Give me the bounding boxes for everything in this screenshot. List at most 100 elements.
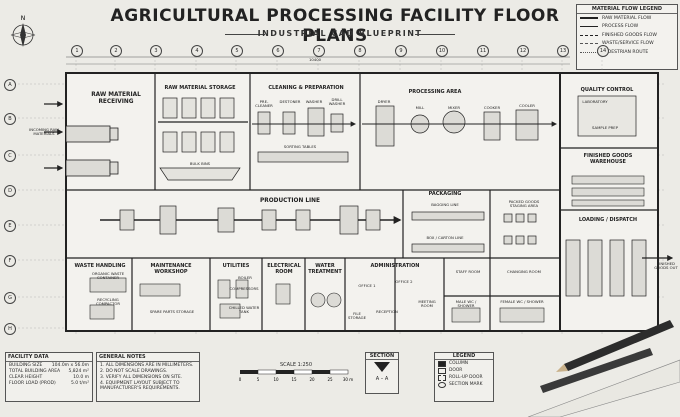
page-title: AGRICULTURAL PROCESSING FACILITY FLOOR P…	[110, 6, 560, 46]
label-drill-washer: DRILL WASHER	[328, 97, 346, 107]
label-organic-waste: ORGANIC WASTE CONTAINER	[91, 271, 125, 281]
grid-col-11: 11	[477, 45, 489, 57]
grid-col-7: 7	[313, 45, 325, 57]
label-destoner: DESTONER	[279, 99, 301, 104]
label-mixer: MIXER	[447, 105, 461, 110]
section-arrow-icon	[374, 362, 390, 372]
scale-tick: 30 m	[343, 377, 353, 382]
legend-row-waste: WASTE/SERVICE FLOW	[577, 40, 677, 49]
subtitle-rule-left	[225, 34, 265, 35]
legend-row-pedestrian: PEDESTRIAN ROUTE	[577, 48, 677, 57]
grid-row-f: F	[4, 255, 16, 267]
scale-tick: 10	[273, 377, 279, 382]
label-packaging: PACKAGING	[428, 191, 462, 197]
label-sample-prep: SAMPLE PREP	[592, 125, 618, 130]
label-staff-room: STAFF ROOM	[455, 269, 481, 274]
north-arrow: N	[8, 14, 38, 54]
grid-col-1: 1	[71, 45, 83, 57]
legend-heading: MATERIAL FLOW LEGEND	[577, 5, 677, 14]
label-raw-receiving: RAW MATERIAL RECEIVING	[91, 92, 141, 105]
label-packed-goods: PACKED GOODS STAGING AREA	[508, 199, 540, 209]
door-icon	[438, 367, 446, 374]
section-heading: SECTION	[366, 353, 398, 360]
label-maintenance: MAINTENANCE WORKSHOP	[150, 263, 192, 275]
label-finished-goods: FINISHED GOODS WAREHOUSE	[583, 153, 633, 165]
label-utilities: UTILITIES	[222, 263, 250, 269]
label-office-2: OFFICE 2	[395, 279, 413, 284]
grid-row-h: H	[4, 323, 16, 335]
section-label: A – A	[375, 376, 389, 382]
legend2-row-door: DOOR	[435, 367, 493, 374]
grid-col-8: 8	[354, 45, 366, 57]
grid-row-d: D	[4, 185, 16, 197]
label-raw-storage: RAW MATERIAL STORAGE	[164, 85, 236, 91]
label-boiler: BOILER	[238, 275, 252, 280]
grid-row-a: A	[4, 79, 16, 91]
roll-up-door-icon	[438, 374, 446, 381]
label-male-wc: MALE WC / SHOWER	[455, 299, 477, 309]
label-cleaning: CLEANING & PREPARATION	[268, 85, 344, 91]
section-mark-icon	[438, 381, 446, 388]
section-mark-panel: SECTION A – A	[365, 352, 399, 394]
pen-icon	[540, 348, 653, 393]
grid-col-6: 6	[272, 45, 284, 57]
compass-icon: N	[10, 15, 36, 47]
label-meeting-room: MEETING ROOM	[418, 299, 436, 309]
grid-col-14: 14	[597, 45, 609, 57]
grid-row-b: B	[4, 113, 16, 125]
legend-row-finished: FINISHED GOODS FLOW	[577, 31, 677, 40]
grid-col-4: 4	[191, 45, 203, 57]
grid-col-9: 9	[395, 45, 407, 57]
label-production: PRODUCTION LINE	[260, 198, 320, 204]
facility-row: FLOOR LOAD (PROD)5.0 t/m²	[9, 380, 89, 386]
drafting-tools	[527, 320, 680, 417]
legend2-row-rollup: ROLL-UP DOOR	[435, 374, 493, 381]
legend-row-process: PROCESS FLOW	[577, 23, 677, 32]
label-sorting-tables: SORTING TABLES	[283, 144, 317, 149]
grid-col-12: 12	[517, 45, 529, 57]
grid-col-13: 13	[557, 45, 569, 57]
scale-tick: 15	[291, 377, 297, 382]
grid-col-2: 2	[110, 45, 122, 57]
legend2-row-section: SECTION MARK	[435, 381, 493, 388]
material-flow-legend: MATERIAL FLOW LEGEND RAW MATERIAL FLOW P…	[576, 4, 678, 70]
note-item: 1. ALL DIMENSIONS ARE IN MILLIMETERS.	[100, 362, 194, 368]
label-incoming: INCOMING RAW MATERIALS	[29, 127, 59, 137]
label-finished-out: FINISHED GOODS OUT	[654, 261, 678, 271]
column-icon	[438, 360, 446, 367]
grid-row-e: E	[4, 220, 16, 232]
scale-tick: 0	[239, 377, 242, 382]
grid-col-5: 5	[231, 45, 243, 57]
label-bagging-line: BAGGING LINE	[431, 202, 459, 207]
scale-tick: 25	[327, 377, 333, 382]
label-female-wc: FEMALE WC / SHOWER	[500, 299, 544, 304]
symbol-legend: LEGEND COLUMN DOOR ROLL-UP DOOR SECTION …	[434, 352, 494, 402]
label-changing-room: CHANGING ROOM	[507, 269, 541, 274]
label-spare-parts: SPARE PARTS STORAGE	[149, 309, 195, 314]
scale-tick: 5	[257, 377, 260, 382]
label-cooler: COOLER	[519, 103, 535, 108]
compass-n: N	[21, 15, 26, 22]
label-mill: MILL	[415, 105, 425, 110]
label-electrical: ELECTRICAL ROOM	[267, 263, 301, 275]
label-cooker: COOKER	[483, 105, 501, 110]
label-bulk-bins: BULK BINS	[189, 161, 211, 166]
label-reception: RECEPTION	[376, 309, 398, 314]
facility-heading: FACILITY DATA	[6, 353, 92, 362]
label-file-storage: FILE STORAGE	[347, 311, 367, 321]
grid-row-c: C	[4, 150, 16, 162]
label-recycling: RECYCLING COMPACTOR	[95, 297, 121, 307]
pencil-icon	[556, 320, 674, 372]
note-item: 3. VERIFY ALL DIMENSIONS ON SITE.	[100, 374, 183, 380]
label-box-line: BOX / CARTON LINE	[426, 235, 464, 240]
label-quality: QUALITY CONTROL	[580, 87, 634, 93]
label-washer: WASHER	[305, 99, 323, 104]
subtitle-rule-right	[415, 34, 455, 35]
ruler-icon	[527, 359, 680, 417]
grid-col-10: 10	[436, 45, 448, 57]
